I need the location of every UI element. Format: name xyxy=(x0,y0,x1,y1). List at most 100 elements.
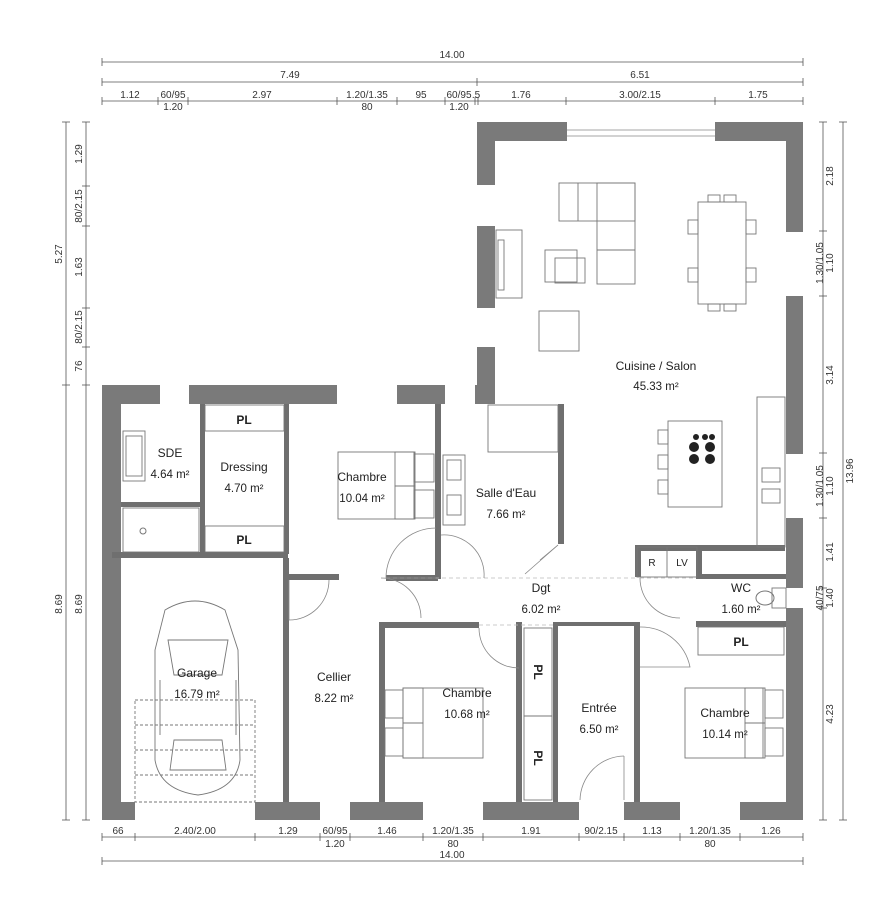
dim-right-inner: 2.18 xyxy=(825,166,836,186)
room-area-entree: 6.50 m² xyxy=(580,724,619,736)
dim-left-inner: 1.29 xyxy=(74,144,85,164)
bed-icon xyxy=(684,687,784,759)
tv-unit-icon xyxy=(495,229,523,299)
dining-table-icon xyxy=(697,201,747,305)
room-name-salle-eau: Salle d'Eau xyxy=(476,486,536,500)
room-name-garage: Garage xyxy=(177,666,217,680)
room-labels: Cuisine / Salon 45.33 m² SDE 4.64 m² Dre… xyxy=(151,359,761,741)
dim-bottom-sub: 80 xyxy=(447,839,459,850)
toilet-icon xyxy=(771,587,787,609)
room-area-dgt: 6.02 m² xyxy=(522,604,561,616)
sofa-icon xyxy=(558,182,636,285)
room-area-chambre-2: 10.68 m² xyxy=(444,709,490,721)
dim-top-seg: 2.97 xyxy=(252,90,272,101)
room-name-dressing: Dressing xyxy=(220,460,267,474)
cooktop-icon xyxy=(689,434,715,464)
sink-icon xyxy=(442,454,466,526)
dim-left-inner: 80/2.15 xyxy=(74,189,85,223)
room-area-sde: 4.64 m² xyxy=(151,469,190,481)
dim-left-inner: 76 xyxy=(74,360,85,372)
room-area-cellier: 8.22 m² xyxy=(315,693,354,705)
room-name-dgt: Dgt xyxy=(532,581,551,595)
dim-top-sub: 1.20 xyxy=(163,102,183,113)
dim-bottom-seg: 1.20/1.35 xyxy=(432,826,474,837)
closet-label: PL xyxy=(531,664,545,679)
closet-icon xyxy=(204,404,285,432)
dim-bottom-sub: 80 xyxy=(704,839,716,850)
dim-top-seg: 3.00/2.15 xyxy=(619,90,661,101)
dim-top-right: 6.51 xyxy=(630,70,650,81)
dim-left-inner: 8.69 xyxy=(74,594,85,614)
room-name-chambre-2: Chambre xyxy=(442,686,492,700)
exterior-walls xyxy=(102,122,803,820)
dim-right-inner: 3.14 xyxy=(825,365,836,385)
dim-top-seg: 1.76 xyxy=(511,90,531,101)
dim-bottom-seg: 1.29 xyxy=(278,826,298,837)
dim-top-seg: 60/95 xyxy=(446,90,471,101)
dim-bottom-seg: 1.20/1.35 xyxy=(689,826,731,837)
car-icon xyxy=(154,600,241,796)
closet-label: PL xyxy=(531,750,545,765)
dim-bottom-seg: 66 xyxy=(112,826,124,837)
shower-icon xyxy=(122,507,200,553)
dim-bottom-seg: 1.91 xyxy=(521,826,541,837)
dim-bottom-sub: 1.20 xyxy=(325,839,345,850)
room-name-chambre-3: Chambre xyxy=(700,706,750,720)
dim-right-inner: 1.30/1.05 xyxy=(815,242,826,284)
room-name-wc: WC xyxy=(731,581,751,595)
dim-top-left: 7.49 xyxy=(280,70,300,81)
dim-top-seg: 95 xyxy=(415,90,427,101)
room-name-entree: Entrée xyxy=(581,701,617,715)
dim-left-outer: 8.69 xyxy=(54,594,65,614)
dimension-labels: 14.00 7.49 6.51 1.12 60/95 2.97 1.20/1.3… xyxy=(54,50,856,861)
room-area-salle-eau: 7.66 m² xyxy=(487,509,526,521)
dim-right-inner: 1.40 xyxy=(825,588,836,608)
dim-right-inner: 1.30/1.05 xyxy=(815,465,826,507)
dim-bottom-seg: 1.46 xyxy=(377,826,397,837)
interior-walls xyxy=(112,404,786,802)
coffee-table-icon xyxy=(544,249,578,283)
dim-top-total: 14.00 xyxy=(439,50,464,61)
dim-right-inner: 1.41 xyxy=(825,542,836,562)
dim-top-seg: 60/95 xyxy=(160,90,185,101)
dim-bottom-seg: 1.13 xyxy=(642,826,662,837)
dim-top-sub: 1.20 xyxy=(449,102,469,113)
dim-right-inner: 4.23 xyxy=(825,704,836,724)
dim-left-inner: 80/2.15 xyxy=(74,310,85,344)
furniture: R LV PL PL PL P xyxy=(122,182,787,803)
room-area-chambre-1: 10.04 m² xyxy=(339,493,385,505)
room-area-dressing: 4.70 m² xyxy=(225,483,264,495)
dim-top-seg: 1.20/1.35 xyxy=(346,90,388,101)
garage-door-icon xyxy=(134,699,256,803)
room-area-wc: 1.60 m² xyxy=(722,604,761,616)
dishwasher-label: LV xyxy=(676,558,688,569)
opening-lines xyxy=(386,129,715,626)
closet-label: PL xyxy=(236,533,251,547)
closet-icon xyxy=(204,525,285,553)
dim-left-outer: 5.27 xyxy=(54,244,65,264)
room-name-cuisine-salon: Cuisine / Salon xyxy=(616,359,697,373)
closet-label: PL xyxy=(733,635,748,649)
kitchen-island-icon xyxy=(667,420,723,508)
dim-right-inner: 1.10 xyxy=(825,253,836,273)
kitchen-counter-icon xyxy=(756,396,786,548)
dim-right-inner: 1.10 xyxy=(825,476,836,496)
dim-top-sub: 80 xyxy=(361,102,373,113)
bed-icon xyxy=(337,451,435,520)
dim-top-seg: 1.75 xyxy=(748,90,768,101)
room-area-garage: 16.79 m² xyxy=(174,689,220,701)
dim-right-inner: 40/75 xyxy=(815,585,826,610)
dim-bottom-total: 14.00 xyxy=(439,850,464,861)
dimension-lines xyxy=(62,58,847,865)
dim-bottom-seg: 2.40/2.00 xyxy=(174,826,216,837)
dim-top-seg: 1.12 xyxy=(120,90,140,101)
doors xyxy=(288,527,691,801)
fridge-label: R xyxy=(648,558,655,569)
room-name-chambre-1: Chambre xyxy=(337,470,387,484)
armchair-icon xyxy=(538,310,580,352)
dim-bottom-seg: 60/95 xyxy=(322,826,347,837)
closet-icon xyxy=(697,626,785,656)
room-area-cuisine-salon: 45.33 m² xyxy=(633,381,679,393)
room-area-chambre-3: 10.14 m² xyxy=(702,729,748,741)
